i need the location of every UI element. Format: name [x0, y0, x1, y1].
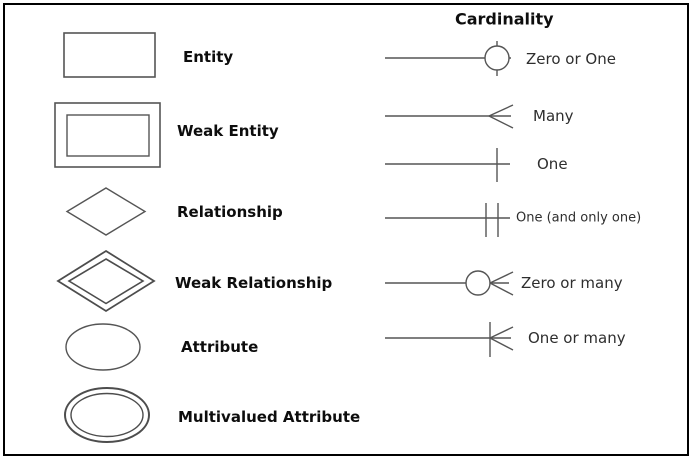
entity-rectangle-icon: [63, 32, 156, 78]
cardinality-title: Cardinality: [455, 9, 554, 29]
multivalued-attribute-double-ellipse-icon: [64, 387, 150, 443]
legend-label-attribute: Attribute: [181, 338, 259, 356]
legend-label-entity: Entity: [183, 48, 234, 66]
weak-entity-double-rectangle-icon: [54, 102, 161, 168]
attribute-ellipse-icon: [65, 323, 141, 371]
legend-label-relationship: Relationship: [177, 203, 283, 221]
line-circle-crow-foot-icon: [385, 270, 514, 296]
cardinality-label-one: One: [537, 155, 568, 173]
cardinality-label-one-or-many: One or many: [528, 329, 626, 347]
line-crow-foot-icon: [385, 104, 514, 129]
legend-label-weak-entity: Weak Entity: [177, 122, 279, 140]
legend-label-weak-relationship: Weak Relationship: [175, 274, 333, 292]
cardinality-label-zero-or-one: Zero or One: [526, 50, 616, 68]
line-double-tick-icon: [385, 203, 510, 237]
line-single-tick-icon: [385, 148, 510, 182]
line-circle-tick-icon: [385, 41, 511, 76]
weak-relationship-double-diamond-icon: [56, 249, 156, 313]
relationship-diamond-icon: [65, 187, 147, 236]
cardinality-label-many: Many: [533, 107, 574, 125]
cardinality-label-one-and-only-one: One (and only one): [516, 210, 642, 226]
cardinality-label-zero-or-many: Zero or many: [521, 274, 623, 292]
legend-label-multivalued-attribute: Multivalued Attribute: [178, 408, 361, 426]
line-tick-crow-foot-icon: [385, 322, 514, 357]
